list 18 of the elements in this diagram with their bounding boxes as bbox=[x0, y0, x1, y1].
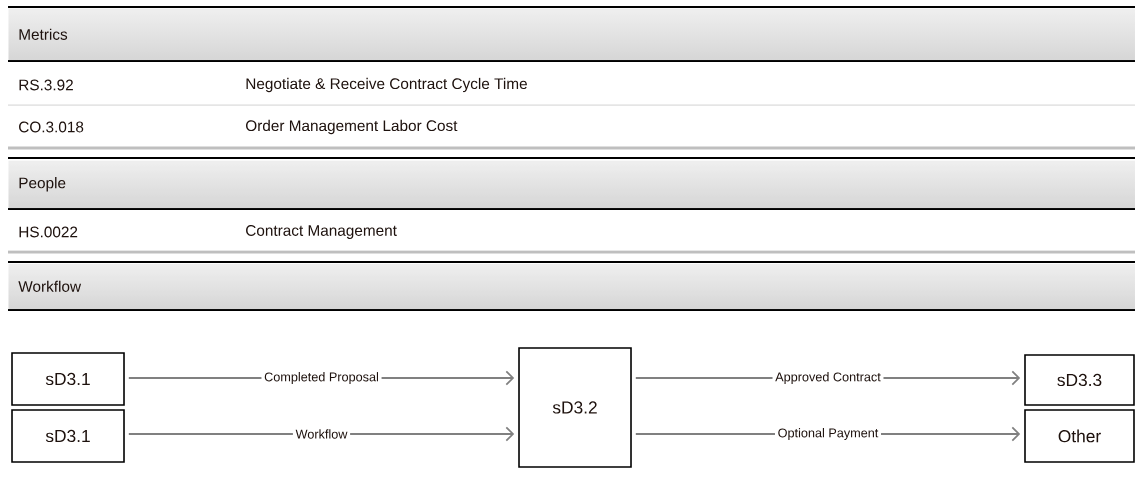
table-text: HS.0022 bbox=[19, 226, 78, 238]
edge-label: Workflow bbox=[292, 428, 351, 440]
process-box: sD3.3 bbox=[1024, 354, 1135, 406]
section-header: People bbox=[19, 177, 66, 192]
process-box: sD3.2 bbox=[518, 347, 632, 468]
table-text: CO.3.018 bbox=[19, 121, 84, 133]
edge-label: Completed Proposal bbox=[261, 370, 382, 386]
section-header: Workflow bbox=[18, 280, 82, 292]
edge-label: Approved Contract bbox=[772, 370, 884, 386]
table-text: Contract Management bbox=[246, 225, 397, 239]
process-box: sD3.1 bbox=[11, 352, 125, 406]
section-header: Metrics bbox=[19, 28, 68, 40]
table-text: Order Management Labor Cost bbox=[246, 119, 458, 135]
process-box: sD3.1 bbox=[11, 409, 125, 463]
edge-label: Optional Payment bbox=[775, 426, 881, 442]
process-box: Other bbox=[1024, 409, 1135, 463]
table-text: Negotiate & Receive Contract Cycle Time bbox=[246, 77, 527, 93]
table-text: RS.3.92 bbox=[19, 79, 73, 91]
